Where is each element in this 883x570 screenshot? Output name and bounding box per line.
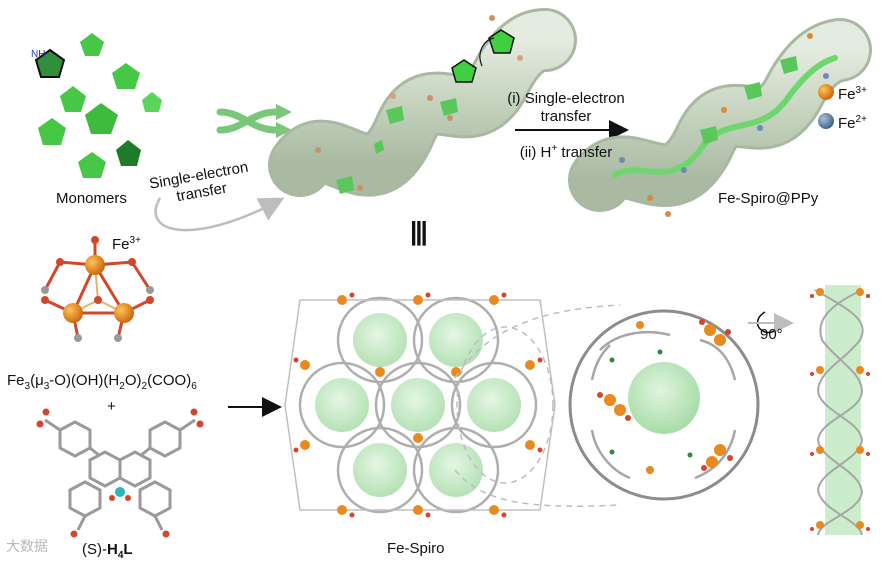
formula-part: (μ: [30, 372, 44, 389]
cluster-fe-label: Fe3+: [112, 232, 141, 254]
zoom-lines: [454, 304, 621, 507]
magnified-pore: [568, 309, 760, 501]
cluster-formula: Fe3(μ3-O)(OH)(H2O)2(COO)6: [7, 372, 197, 396]
fe3-legend-label: Fe3+: [838, 82, 867, 104]
equivalence-sign: |||: [410, 216, 428, 246]
step1-text: (i) Single-electron: [507, 90, 625, 107]
step2-label: (ii) H+ transfer: [496, 140, 636, 162]
ligand-label: (S)-H4L: [82, 541, 133, 565]
step2-tail: transfer: [557, 144, 613, 161]
fe3-text: Fe: [838, 86, 856, 103]
step2-text: (ii) H: [519, 144, 552, 161]
fe3-sup: 3+: [855, 85, 867, 96]
monomer: [116, 140, 141, 166]
monomer: [38, 118, 66, 145]
monomer: [80, 33, 104, 56]
pyrrole-rings: [451, 29, 515, 83]
formula-sub: 2: [119, 381, 125, 392]
fe2-text: Fe: [838, 115, 856, 132]
cluster-fe-text: Fe: [112, 236, 130, 253]
polymer-tube-final: [568, 18, 872, 217]
monomer: [85, 103, 118, 134]
ligand-main: H: [107, 541, 118, 558]
ligand-sub: 4: [117, 550, 124, 561]
step1-label: (i) Single-electron: [496, 90, 636, 108]
monomer: [60, 86, 86, 112]
ligand-tail: L: [123, 541, 133, 558]
mixing-arrows: [216, 104, 292, 138]
monomers-label: Monomers: [56, 190, 127, 207]
product-label: Fe-Spiro@PPy: [718, 190, 819, 207]
step2-sup: +: [551, 143, 558, 154]
monomer: [112, 63, 140, 89]
fe3-legend-ball: [818, 84, 834, 100]
single-electron-transfer-arrow: [154, 197, 285, 232]
fe2-legend-label: Fe2+: [838, 111, 867, 133]
channel-side-view: [810, 285, 870, 536]
plus-sign: +: [107, 398, 116, 415]
monomers-group: [34, 33, 162, 178]
nh-label: NH: [31, 49, 46, 60]
ligand-structure: [44, 418, 196, 531]
cluster-fe-sup: 3+: [129, 235, 141, 246]
monomer: [78, 152, 106, 178]
formula-sub: 3: [24, 381, 31, 392]
ligand-atoms: [36, 408, 204, 538]
formula-sub: 2: [141, 381, 148, 392]
formula-part: (COO): [147, 372, 192, 389]
framework-label: Fe-Spiro: [387, 540, 445, 557]
fe2-sup: 2+: [855, 114, 867, 125]
fe3-cluster: [41, 236, 154, 342]
polymer-tube-initial: [268, 8, 577, 197]
rotation-label: 90°: [760, 326, 783, 343]
fe2-legend-ball: [818, 113, 834, 129]
rotation-arrow: [748, 311, 794, 334]
formula-part: Fe: [7, 372, 25, 389]
formula-sub: 3: [43, 381, 50, 392]
formula-part: O): [124, 372, 142, 389]
pyrrole-monomer-highlighted: [34, 48, 66, 78]
formula-sub: 6: [191, 381, 197, 392]
ligand-prefix: (S)-: [82, 541, 107, 558]
formula-part: -O)(OH)(H: [49, 372, 120, 389]
step1b-label: transfer: [540, 108, 592, 125]
monomer: [142, 92, 162, 112]
watermark: 大数据: [6, 538, 48, 554]
